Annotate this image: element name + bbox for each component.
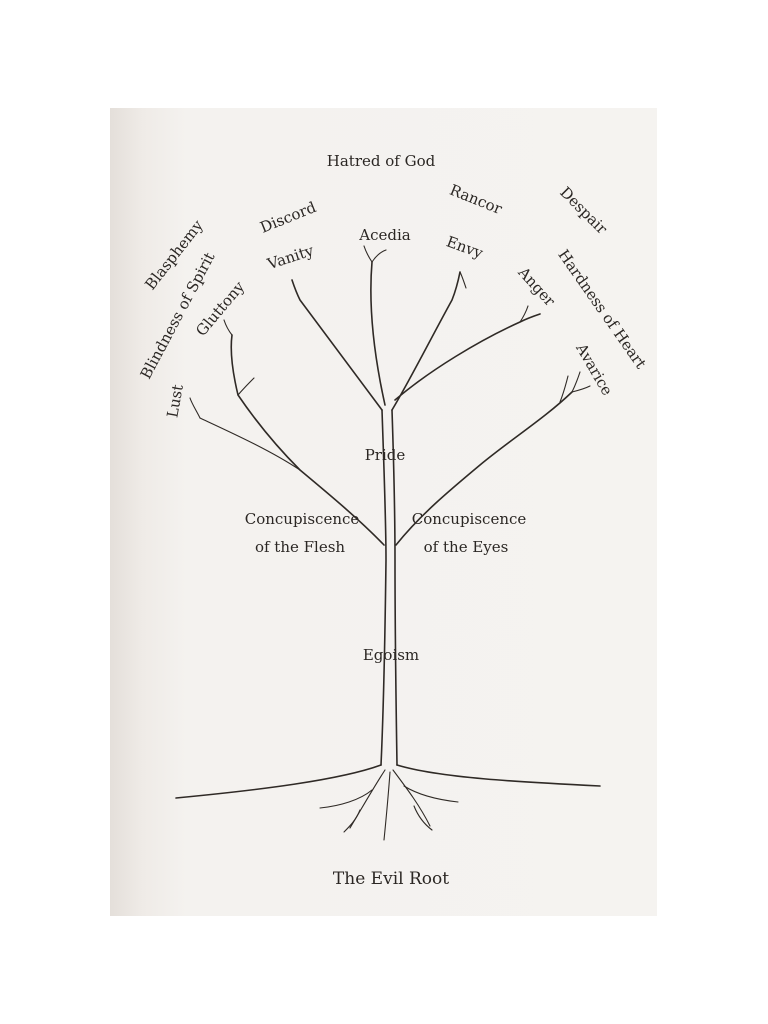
tree-trunk <box>380 409 398 766</box>
label-despair: Despair <box>556 183 611 238</box>
label-rancor: Rancor <box>447 181 505 219</box>
label-of-the-eyes: of the Eyes <box>424 538 509 556</box>
label-the-evil-root: The Evil Root <box>333 869 449 889</box>
label-acedia: Acedia <box>358 226 411 244</box>
label-hatred-of-god: Hatred of God <box>327 152 436 170</box>
label-pride: Pride <box>365 446 406 464</box>
label-of-the-flesh: of the Flesh <box>255 538 345 556</box>
branch-eyes <box>395 371 591 546</box>
diagram-labels: Hatred of God Discord Rancor Despair Bla… <box>137 152 650 889</box>
label-discord: Discord <box>258 198 320 237</box>
tree-roots <box>175 764 601 841</box>
paper-page <box>110 108 657 916</box>
label-anger: Anger <box>514 263 559 311</box>
label-envy: Envy <box>444 232 486 262</box>
label-egoism: Egoism <box>363 646 419 664</box>
label-concupiscence-flesh: Concupiscence <box>245 510 360 528</box>
branch-pride <box>291 245 541 411</box>
label-concupiscence-eyes: Concupiscence <box>412 510 527 528</box>
label-vanity: Vanity <box>264 241 316 273</box>
label-lust: Lust <box>163 383 187 419</box>
branch-flesh <box>189 319 385 546</box>
label-hardness-of-heart: Hardness of Heart <box>554 246 650 372</box>
